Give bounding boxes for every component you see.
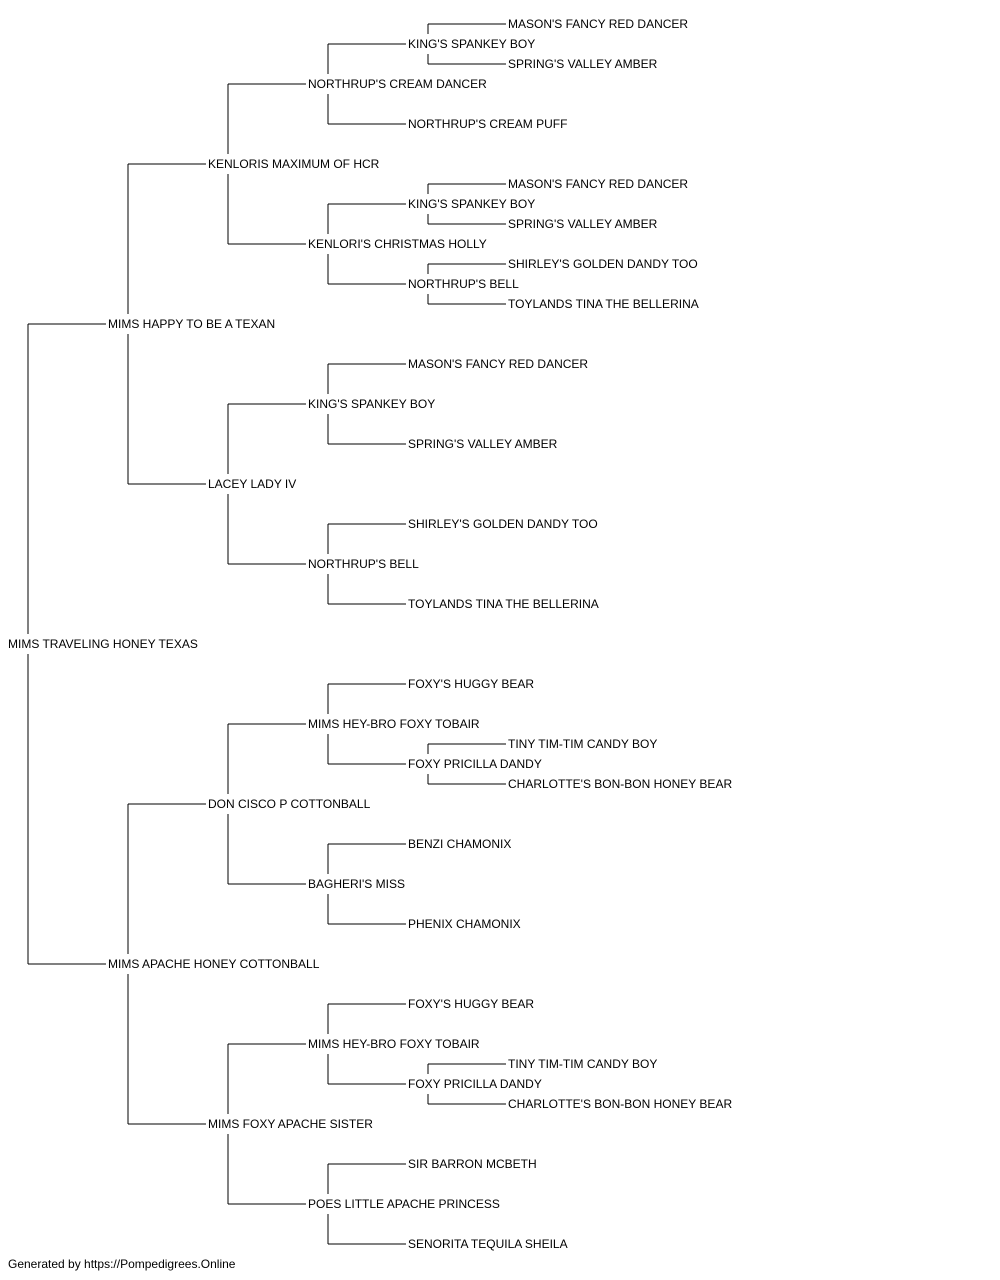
ancestor-name: SHIRLEY'S GOLDEN DANDY TOO xyxy=(408,517,598,531)
ancestor-name: SPRING'S VALLEY AMBER xyxy=(508,57,658,71)
ancestor-name: MASON'S FANCY RED DANCER xyxy=(508,177,689,191)
ancestor-name: KENLORI'S CHRISTMAS HOLLY xyxy=(308,237,487,251)
ancestor-name: FOXY'S HUGGY BEAR xyxy=(408,677,535,691)
ancestor-name: SHIRLEY'S GOLDEN DANDY TOO xyxy=(508,257,698,271)
ancestor-name: SPRING'S VALLEY AMBER xyxy=(408,437,558,451)
ancestor-name: KING'S SPANKEY BOY xyxy=(408,197,536,211)
ancestor-name: FOXY PRICILLA DANDY xyxy=(408,1077,542,1091)
ancestor-name: TOYLANDS TINA THE BELLERINA xyxy=(408,597,599,611)
ancestor-name: TOYLANDS TINA THE BELLERINA xyxy=(508,297,699,311)
ancestor-name: BAGHERI'S MISS xyxy=(308,877,405,891)
ancestor-name: MIMS HEY-BRO FOXY TOBAIR xyxy=(308,717,480,731)
ancestor-name: CHARLOTTE'S BON-BON HONEY BEAR xyxy=(508,777,733,791)
ancestor-name: DON CISCO P COTTONBALL xyxy=(208,797,371,811)
ancestor-name: NORTHRUP'S BELL xyxy=(308,557,419,571)
ancestor-name: MASON'S FANCY RED DANCER xyxy=(408,357,589,371)
ancestor-name: MIMS FOXY APACHE SISTER xyxy=(208,1117,373,1131)
generated-by-footer: Generated by https://Pompedigrees.Online xyxy=(8,1257,236,1271)
ancestor-name: NORTHRUP'S CREAM DANCER xyxy=(308,77,487,91)
ancestor-name: KING'S SPANKEY BOY xyxy=(408,37,536,51)
ancestor-name: FOXY PRICILLA DANDY xyxy=(408,757,542,771)
ancestor-name: MASON'S FANCY RED DANCER xyxy=(508,17,689,31)
ancestor-name: BENZI CHAMONIX xyxy=(408,837,512,851)
ancestor-name: LACEY LADY IV xyxy=(208,477,297,491)
ancestor-name: SPRING'S VALLEY AMBER xyxy=(508,217,658,231)
ancestor-name: TINY TIM-TIM CANDY BOY xyxy=(508,737,658,751)
ancestor-name: SENORITA TEQUILA SHEILA xyxy=(408,1237,568,1251)
ancestor-name: KENLORIS MAXIMUM OF HCR xyxy=(208,157,380,171)
ancestor-name: NORTHRUP'S BELL xyxy=(408,277,519,291)
ancestor-name: KING'S SPANKEY BOY xyxy=(308,397,436,411)
ancestor-name: SIR BARRON MCBETH xyxy=(408,1157,537,1171)
ancestor-name: FOXY'S HUGGY BEAR xyxy=(408,997,535,1011)
ancestor-name: PHENIX CHAMONIX xyxy=(408,917,521,931)
ancestor-name: NORTHRUP'S CREAM PUFF xyxy=(408,117,568,131)
pedigree-subject-name: MIMS TRAVELING HONEY TEXAS xyxy=(8,637,198,651)
ancestor-name: POES LITTLE APACHE PRINCESS xyxy=(308,1197,500,1211)
ancestor-name: MIMS APACHE HONEY COTTONBALL xyxy=(108,957,320,971)
ancestor-name: CHARLOTTE'S BON-BON HONEY BEAR xyxy=(508,1097,733,1111)
ancestor-name: TINY TIM-TIM CANDY BOY xyxy=(508,1057,658,1071)
ancestor-name: MIMS HEY-BRO FOXY TOBAIR xyxy=(308,1037,480,1051)
ancestor-name: MIMS HAPPY TO BE A TEXAN xyxy=(108,317,276,331)
